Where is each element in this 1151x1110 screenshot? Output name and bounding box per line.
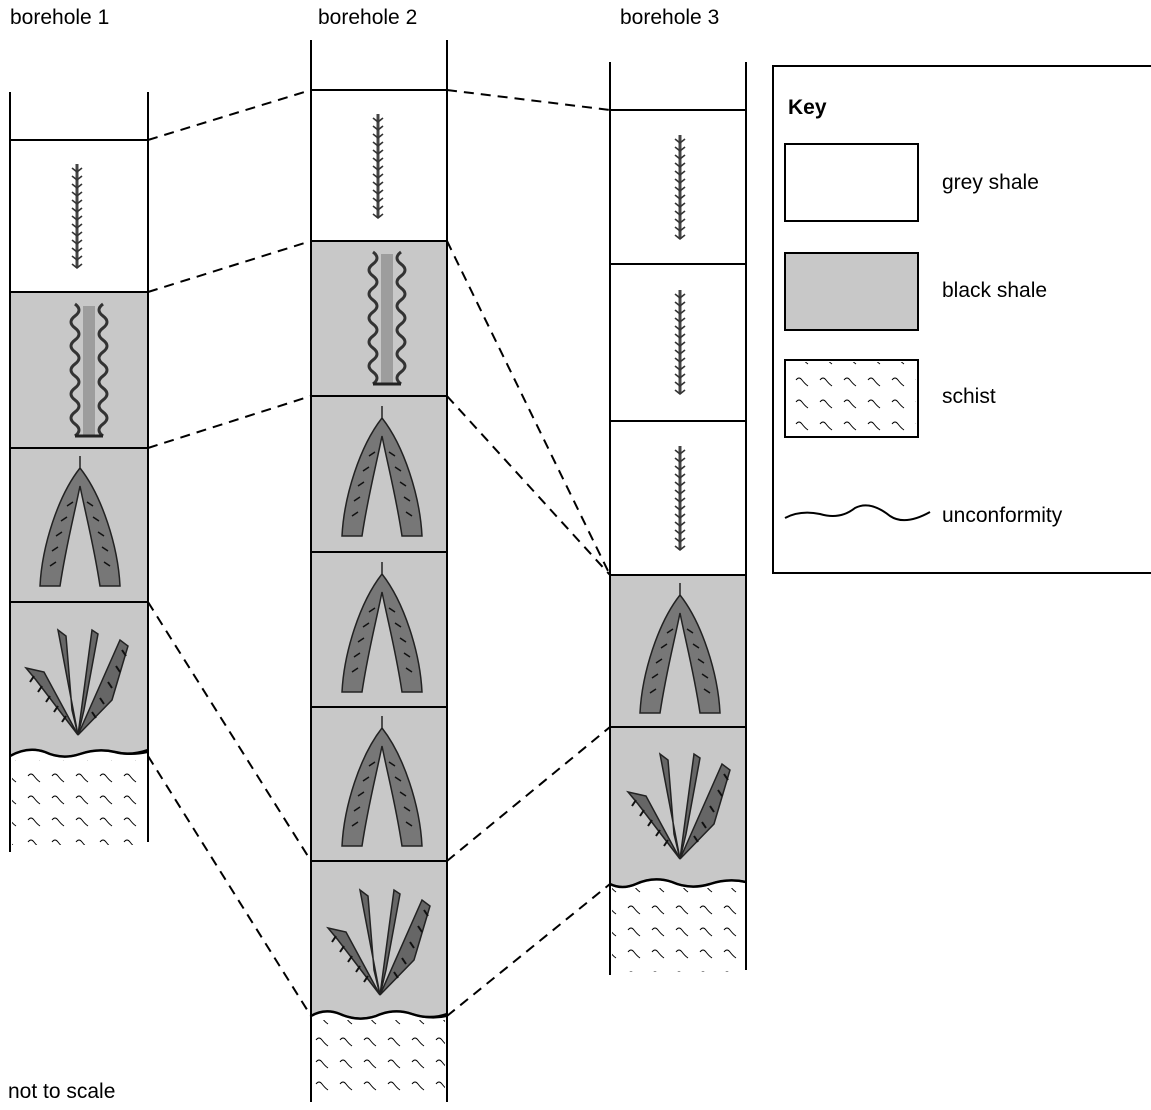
borehole-3	[609, 62, 747, 975]
borehole-3-label: borehole 3	[620, 6, 720, 29]
key-unconformity-label: unconformity	[942, 504, 1063, 527]
bh2-schist-layer	[313, 1020, 445, 1102]
bh3-black-shale-layer	[609, 726, 747, 888]
bh2-black-shale-layer	[310, 551, 448, 708]
correlation-line	[446, 240, 611, 576]
correlation-line	[147, 601, 312, 862]
correlation-line	[147, 755, 312, 1017]
key-schist-pattern	[787, 362, 916, 435]
bh3-unconformity-line	[609, 878, 747, 889]
borehole-1-label: borehole 1	[10, 6, 110, 29]
bh2-unconformity-line	[310, 1010, 448, 1020]
key-grey-shale-swatch	[784, 143, 919, 222]
correlation-line	[446, 395, 611, 576]
key-unconformity-symbol	[784, 504, 931, 522]
bh1-black-shale-layer	[9, 291, 149, 449]
key-panel	[772, 65, 1151, 574]
bh2-black-shale-layer	[310, 706, 448, 862]
bh2-black-shale-layer	[310, 860, 448, 1020]
bh3-grey-shale-layer	[609, 420, 747, 576]
correlation-line	[147, 89, 312, 141]
correlation-lines	[147, 89, 611, 1017]
borehole-1	[9, 92, 149, 852]
bh3-grey-shale-layer	[609, 263, 747, 422]
correlation-line	[446, 89, 611, 111]
bh1-grey-shale-layer	[9, 139, 149, 293]
key-title: Key	[788, 96, 827, 119]
correlation-line	[147, 240, 312, 293]
key-schist-label: schist	[942, 385, 996, 408]
bh1-unconformity-line	[9, 748, 149, 758]
correlation-line	[446, 883, 611, 1017]
bh3-grey-shale-layer	[609, 109, 747, 265]
key-black-shale-label: black shale	[942, 279, 1048, 302]
bh2-black-shale-layer	[310, 240, 448, 397]
borehole-2	[310, 40, 448, 1102]
borehole-2-label: borehole 2	[318, 6, 418, 29]
bh2-black-shale-layer	[310, 395, 448, 553]
bh1-schist-layer	[12, 760, 146, 845]
correlation-line	[446, 726, 611, 862]
bh3-schist-layer	[612, 888, 744, 972]
not-to-scale-note: not to scale	[8, 1080, 116, 1103]
key-black-shale-swatch	[784, 252, 919, 331]
correlation-line	[147, 395, 312, 449]
key-grey-shale-label: grey shale	[942, 171, 1039, 194]
